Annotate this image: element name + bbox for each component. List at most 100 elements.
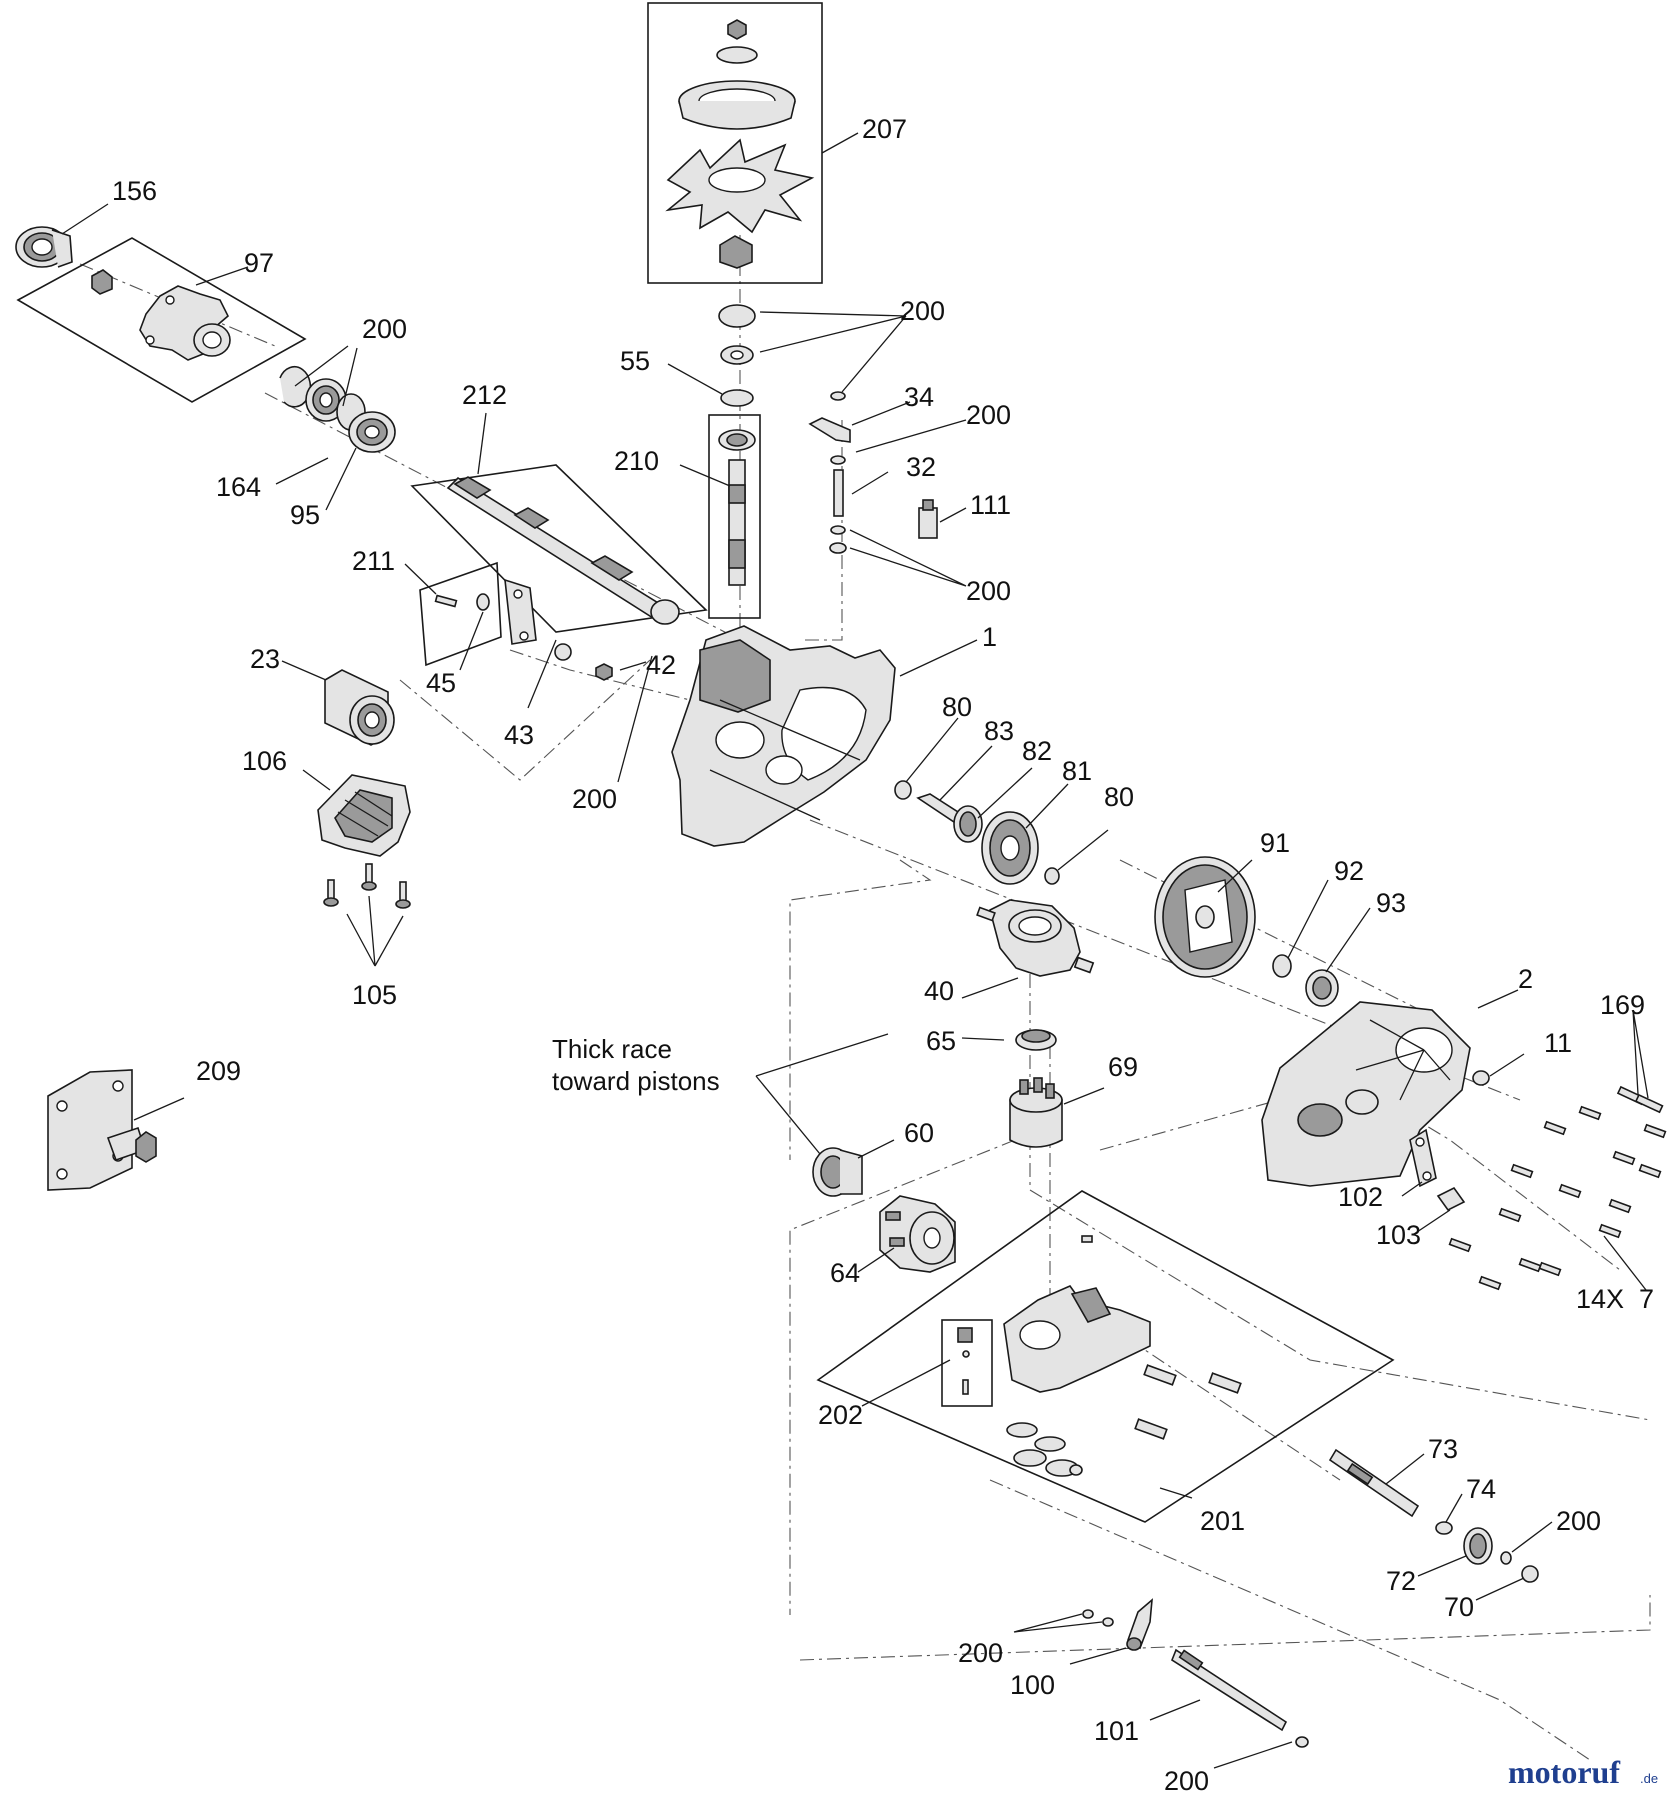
callout-200: 200 [1164,1766,1209,1796]
group-box-210 [708,414,761,619]
callout-74: 74 [1466,1474,1496,1504]
main-housing-1 [671,625,896,847]
oil-filter-23 [324,669,395,746]
callout-97: 97 [244,248,274,278]
lever-pin-valve-group [808,391,938,554]
callout-209: 209 [196,1056,241,1086]
callout-202: 202 [818,1400,863,1430]
callout-101: 101 [1094,1716,1139,1746]
watermark-text: motoruf [1508,1754,1620,1790]
callout-80: 80 [942,692,972,722]
callout-102: 102 [1338,1182,1383,1212]
callout-210: 210 [614,446,659,476]
callout-156: 156 [112,176,157,206]
callout-45: 45 [426,668,456,698]
callout-55: 55 [620,346,650,376]
callout-14x7: 14X 7 [1576,1284,1654,1314]
watermark-suffix: .de [1640,1771,1658,1786]
leader-lines [61,132,1649,1769]
group-box-202 [941,1319,993,1407]
callout-103: 103 [1376,1220,1421,1250]
input-shaft-210 [718,304,756,586]
callout-106: 106 [242,746,287,776]
thrust-bearing-65 [1015,1029,1057,1051]
callout-169: 169 [1600,990,1645,1020]
side-cover-2 [1261,1001,1471,1187]
callout-81: 81 [1062,756,1092,786]
studs-169 [1616,1085,1664,1114]
hub-97 [91,269,231,361]
clip-bearing-seal-group [279,365,396,453]
group-box-97 [16,237,307,403]
callout-43: 43 [504,720,534,750]
callout-65: 65 [926,1026,956,1056]
callout-164: 164 [216,472,261,502]
callout-1: 1 [982,622,997,652]
bolt-set-14x7 [1448,1105,1667,1291]
callout-200: 200 [572,784,617,814]
callout-32: 32 [906,452,936,482]
callout-83: 83 [984,716,1014,746]
callout-211: 211 [352,546,395,576]
callout-60: 60 [904,1118,934,1148]
callout-72: 72 [1386,1566,1416,1596]
plate-bolt-washer-group [434,578,613,681]
group-box-211 [419,561,502,667]
callout-207: 207 [862,114,907,144]
callout-200: 200 [966,400,1011,430]
callout-200: 200 [958,1638,1003,1668]
callout-200: 200 [966,576,1011,606]
screws-105 [323,863,411,909]
callout-91: 91 [1260,828,1290,858]
thrust-bearing-60 [812,1147,863,1197]
callout-labels: 207 156 97 200 200 55 34 200 212 210 32 … [112,114,1654,1796]
callout-11: 11 [1544,1028,1572,1058]
bracket-106 [317,774,411,857]
callout-95: 95 [290,500,320,530]
note-line-1: Thick race [552,1034,672,1064]
callout-42: 42 [646,650,676,680]
callout-64: 64 [830,1258,860,1288]
control-arm-102-103 [1409,1128,1466,1212]
callout-200: 200 [1556,1506,1601,1536]
callout-212: 212 [462,380,507,410]
callout-92: 92 [1334,856,1364,886]
pulley-fan-assembly [665,19,815,269]
cylinder-block-69 [1009,1077,1063,1148]
callout-200: 200 [362,314,407,344]
shift-arm-group [1082,1598,1309,1748]
bearing-156 [15,226,73,268]
callout-69: 69 [1108,1052,1138,1082]
assembly-note: Thick race toward pistons [552,1034,720,1096]
callout-73: 73 [1428,1434,1458,1464]
callout-201: 201 [1200,1506,1245,1536]
motoruf-watermark-logo: motoruf .de [1508,1754,1658,1790]
callout-100: 100 [1010,1670,1055,1700]
callout-111: 111 [970,490,1011,520]
callout-82: 82 [1022,736,1052,766]
callout-34: 34 [904,382,934,412]
large-gear-group [1154,856,1339,1007]
gear-train-group [894,780,1060,885]
check-valve-kit-202 [957,1327,973,1395]
output-shaft-group [1328,1448,1539,1583]
callout-93: 93 [1376,888,1406,918]
callout-105: 105 [352,980,397,1010]
note-line-2: toward pistons [552,1066,720,1096]
axle-shaft-212 [446,476,680,625]
callout-70: 70 [1444,1592,1474,1622]
callout-2: 2 [1518,964,1533,994]
center-section-201 [1003,1235,1242,1477]
mount-plate-209 [47,1069,157,1191]
callout-40: 40 [924,976,954,1006]
callout-80: 80 [1104,782,1134,812]
callout-23: 23 [250,644,280,674]
cylinder-block-64 [879,1195,956,1273]
swashplate-40 [976,899,1095,977]
group-box-207 [647,2,823,284]
callout-200: 200 [900,296,945,326]
group-box-201 [816,1190,1395,1523]
plug-11 [1472,1070,1490,1086]
